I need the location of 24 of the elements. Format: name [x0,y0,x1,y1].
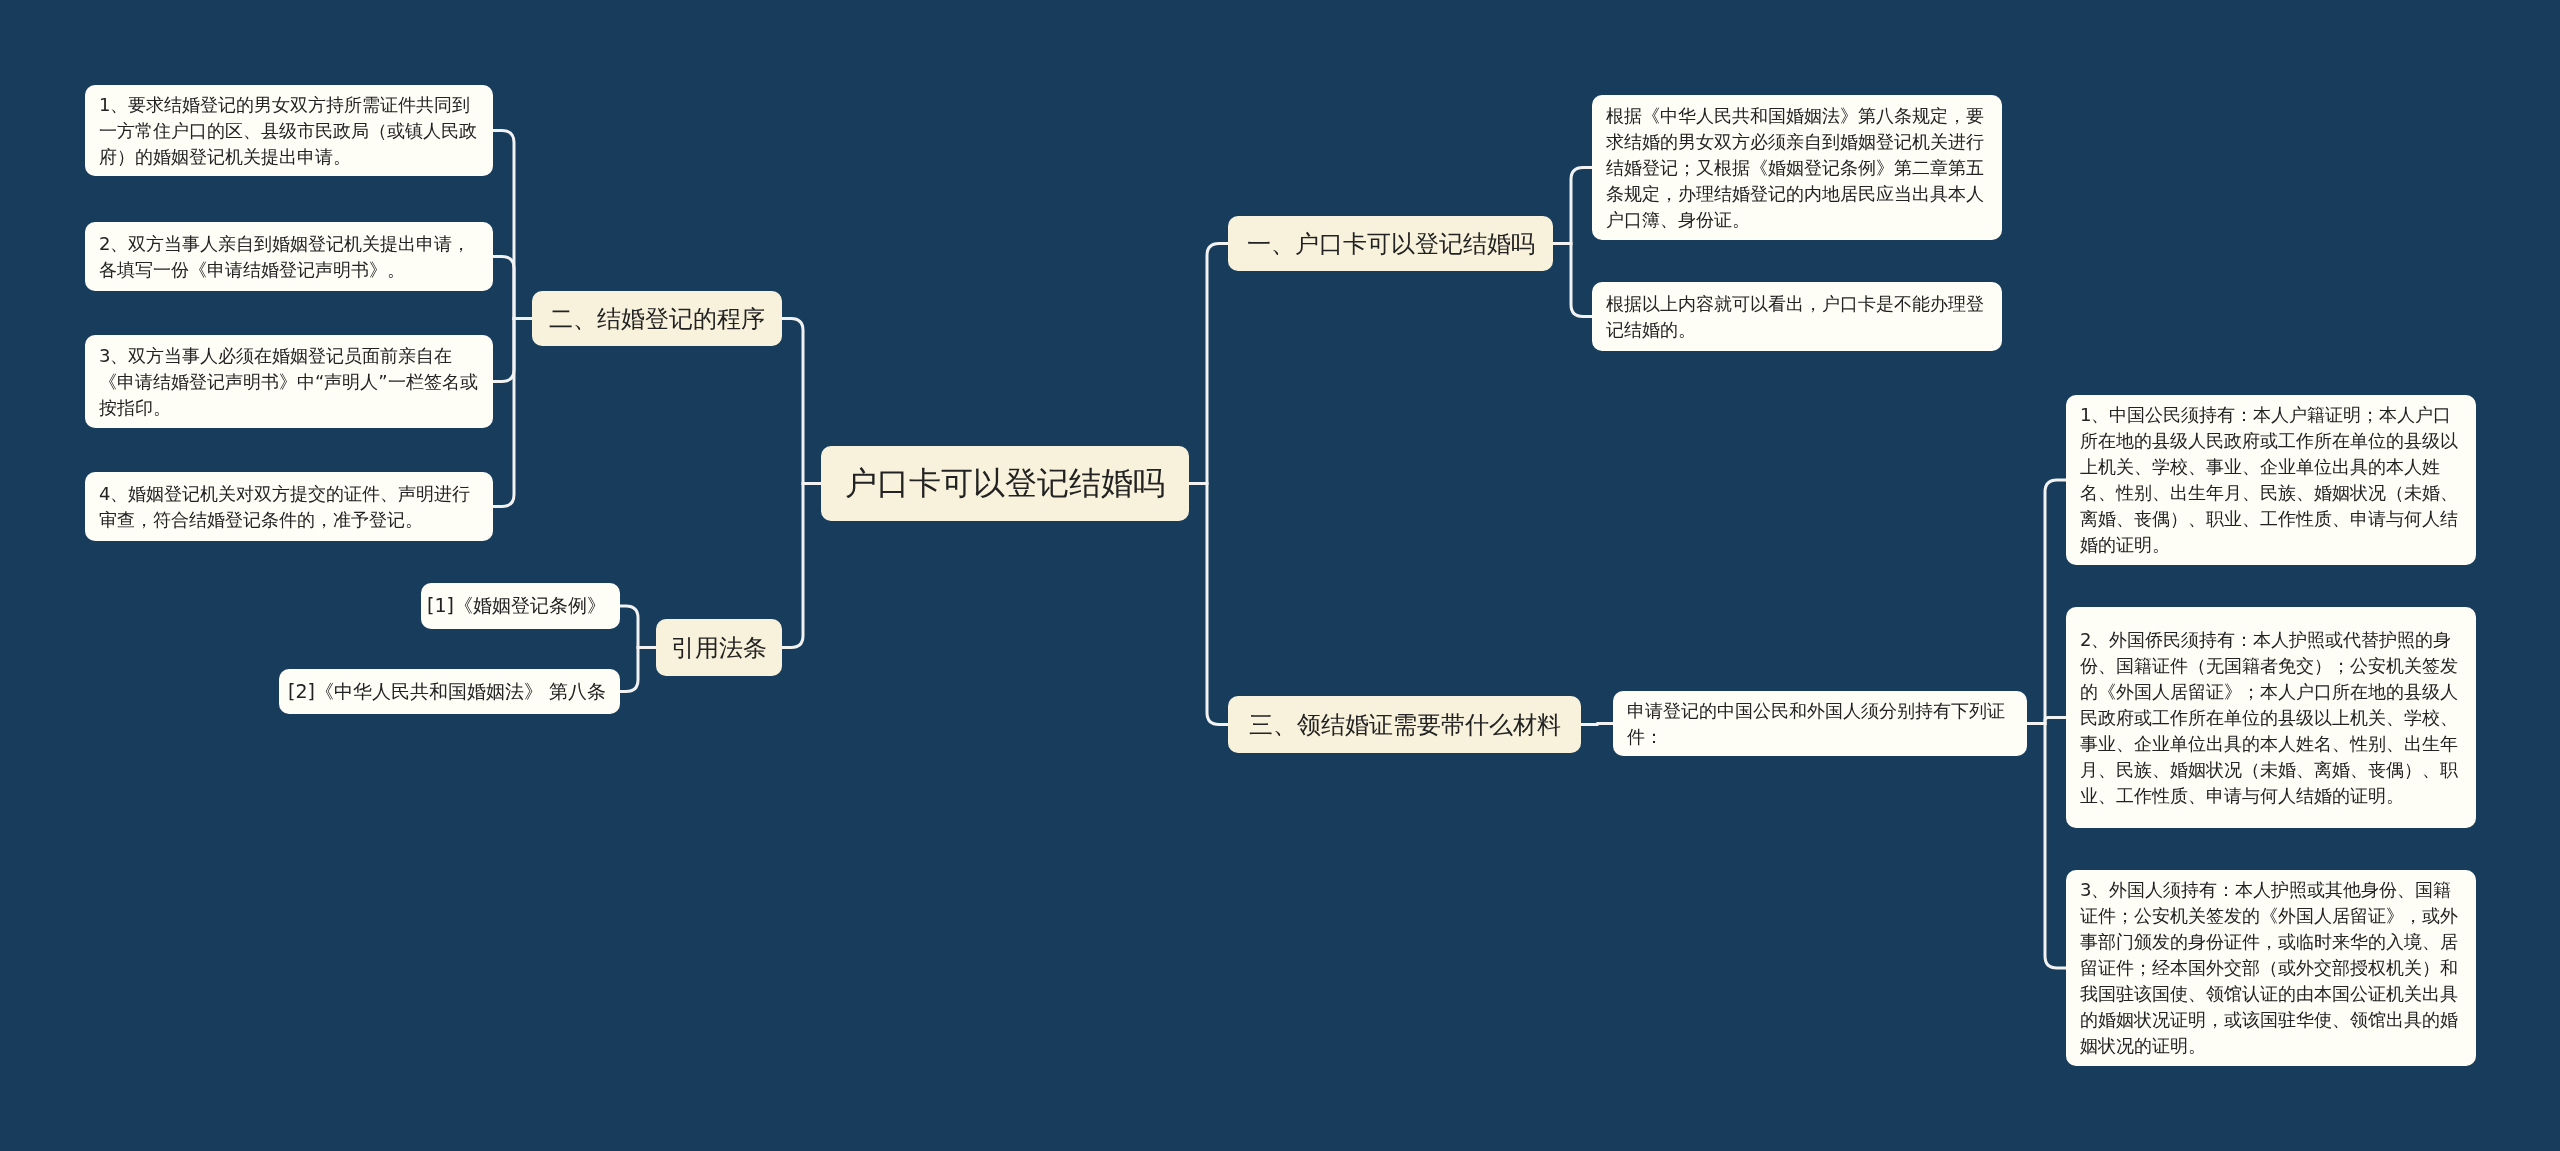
connector-line [493,317,532,508]
connector-line [782,482,821,649]
topic-card: 三、领结婚证需要带什么材料 [1228,696,1581,753]
note-card: 申请登记的中国公民和外国人须分别持有下列证件： [1613,691,2027,756]
note-card: 根据以上内容就可以看出，户口卡是不能办理登记结婚的。 [1592,282,2002,351]
connector-line [620,646,656,693]
note-card: 3、外国人须持有：本人护照或其他身份、国籍证件；公安机关签发的《外国人居留证》，或外事部门颁发的身份证件，或临时来华的入境、居留证件；经本国外交部（或外交部授权机关）和我国驻该国使、领馆认证的由本国公证机关出具的婚姻状况证明，或该国驻华使、领馆出具的婚姻状况的证明。 [2066,870,2476,1066]
topic-card: 引用法条 [656,619,782,676]
connector-line [1189,482,1228,726]
central-topic-card: 户口卡可以登记结婚吗 [821,446,1189,521]
reference-card: [1]《婚姻登记条例》 [421,583,620,629]
note-card: 1、要求结婚登记的男女双方持所需证件共同到一方常住户口的区、县级市民政局（或镇人民政府）的婚姻登记机关提出申请。 [85,85,493,176]
note-card: 根据《中华人民共和国婚姻法》第八条规定，要求结婚的男女双方必须亲自到婚姻登记机关进行结婚登记；又根据《婚姻登记条例》第二章第五条规定，办理结婚登记的内地居民应当出具本人户口簿、身份证。 [1592,95,2002,240]
note-card: 2、外国侨民须持有：本人护照或代替护照的身份、国籍证件（无国籍者免交）；公安机关签发的《外国人居留证》；本人户口所在地的县级人民政府或工作所在单位的县级以上机关、学校、事业、企业单位出具的本人姓名、性别、出生年月、民族、婚姻状况（未婚、离婚、丧偶）、职业、工作性质、申请与何人结婚的证明。 [2066,607,2476,828]
topic-card: 一、户口卡可以登记结婚吗 [1228,216,1553,271]
note-card: 4、婚姻登记机关对双方提交的证件、声明进行审查，符合结婚登记条件的，准予登记。 [85,472,493,541]
note-card: 2、双方当事人亲自到婚姻登记机关提出申请，各填写一份《申请结婚登记声明书》。 [85,222,493,291]
reference-card: [2]《中华人民共和国婚姻法》 第八条 [279,669,620,714]
connector-line [1581,722,1613,726]
topic-card: 二、结婚登记的程序 [532,291,782,346]
note-card: 3、双方当事人必须在婚姻登记员面前亲自在《申请结婚登记声明书》中“声明人”一栏签名或按指印。 [85,335,493,428]
connector-line [1553,242,1592,318]
connector-line [2027,722,2066,970]
note-card: 1、中国公民须持有：本人户籍证明；本人户口所在地的县级人民政府或工作所在单位的县级以上机关、学校、事业、企业单位出具的本人姓名、性别、出生年月、民族、婚姻状况（未婚、离婚、丧偶）、职业、工作性质、申请与何人结婚的证明。 [2066,395,2476,565]
